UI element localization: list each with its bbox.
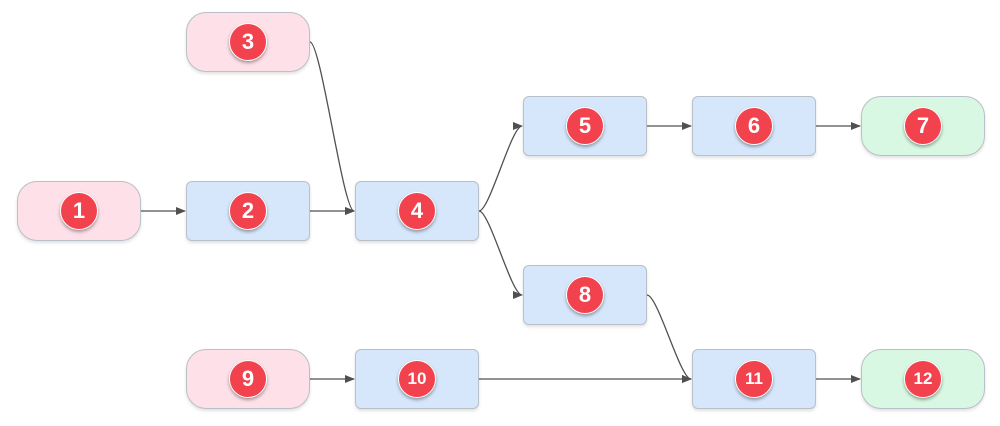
node-11[interactable]: 11 [692,349,816,409]
edge-4-to-5 [478,122,523,212]
node-10[interactable]: 10 [355,349,479,409]
node-8[interactable]: 8 [523,265,647,325]
node-9[interactable]: 9 [186,349,310,409]
node-4[interactable]: 4 [355,181,479,241]
node-1[interactable]: 1 [17,181,141,241]
node-2[interactable]: 2 [186,181,310,241]
edge-3-to-4 [309,41,355,215]
node-6-badge: 6 [735,107,773,145]
node-6[interactable]: 6 [692,96,816,156]
node-12[interactable]: 12 [861,349,985,409]
node-9-badge: 9 [229,360,267,398]
node-1-badge: 1 [60,192,98,230]
node-11-badge: 11 [735,360,773,398]
node-12-badge: 12 [904,360,942,398]
node-3[interactable]: 3 [186,12,310,72]
edge-4-to-8 [478,210,523,299]
node-10-badge: 10 [398,360,436,398]
node-2-badge: 2 [229,192,267,230]
node-5-badge: 5 [566,107,604,145]
node-8-badge: 8 [566,276,604,314]
node-7[interactable]: 7 [861,96,985,156]
node-7-badge: 7 [904,107,942,145]
node-4-badge: 4 [398,192,436,230]
node-5[interactable]: 5 [523,96,647,156]
edge-8-to-11 [646,294,692,383]
node-3-badge: 3 [229,23,267,61]
